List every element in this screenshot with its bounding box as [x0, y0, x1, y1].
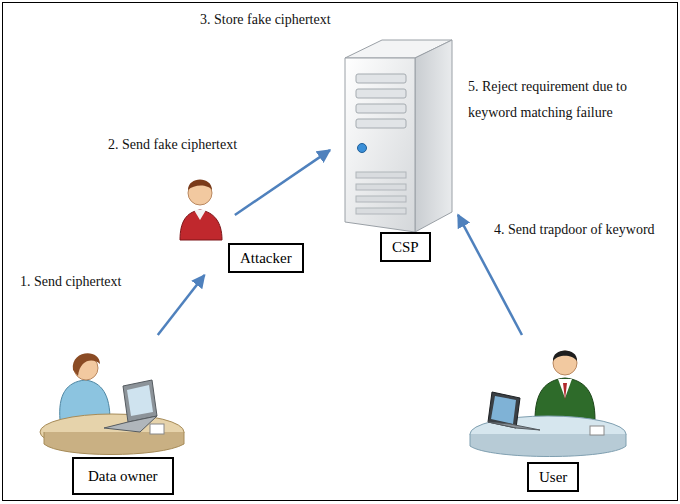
step-label: 4. Send trapdoor of keyword [494, 217, 674, 243]
data-owner-node: Data owner [30, 335, 174, 497]
server-node: CSP [330, 40, 458, 267]
data-owner-figure [40, 353, 184, 454]
step-note: 3. Store fake ciphertext [200, 7, 400, 33]
flow-arrow [158, 275, 205, 335]
flow-arrow [235, 150, 330, 215]
attacker-node: Attacker [170, 215, 308, 275]
step-label: 1. Send ciphertext [20, 269, 160, 295]
actor-label: User [527, 462, 579, 492]
step-note: 5. Reject requirement due to keyword mat… [468, 74, 673, 126]
attacker-figure [180, 180, 222, 241]
server-figure [345, 40, 452, 232]
actor-label: Attacker [228, 243, 304, 273]
frame [3, 3, 678, 501]
step-label: 2. Send fake ciphertext [108, 132, 278, 158]
actor-label: Data owner [72, 457, 174, 495]
user-node: User [465, 335, 625, 497]
actor-label: CSP [380, 232, 431, 262]
user-figure [470, 351, 626, 457]
